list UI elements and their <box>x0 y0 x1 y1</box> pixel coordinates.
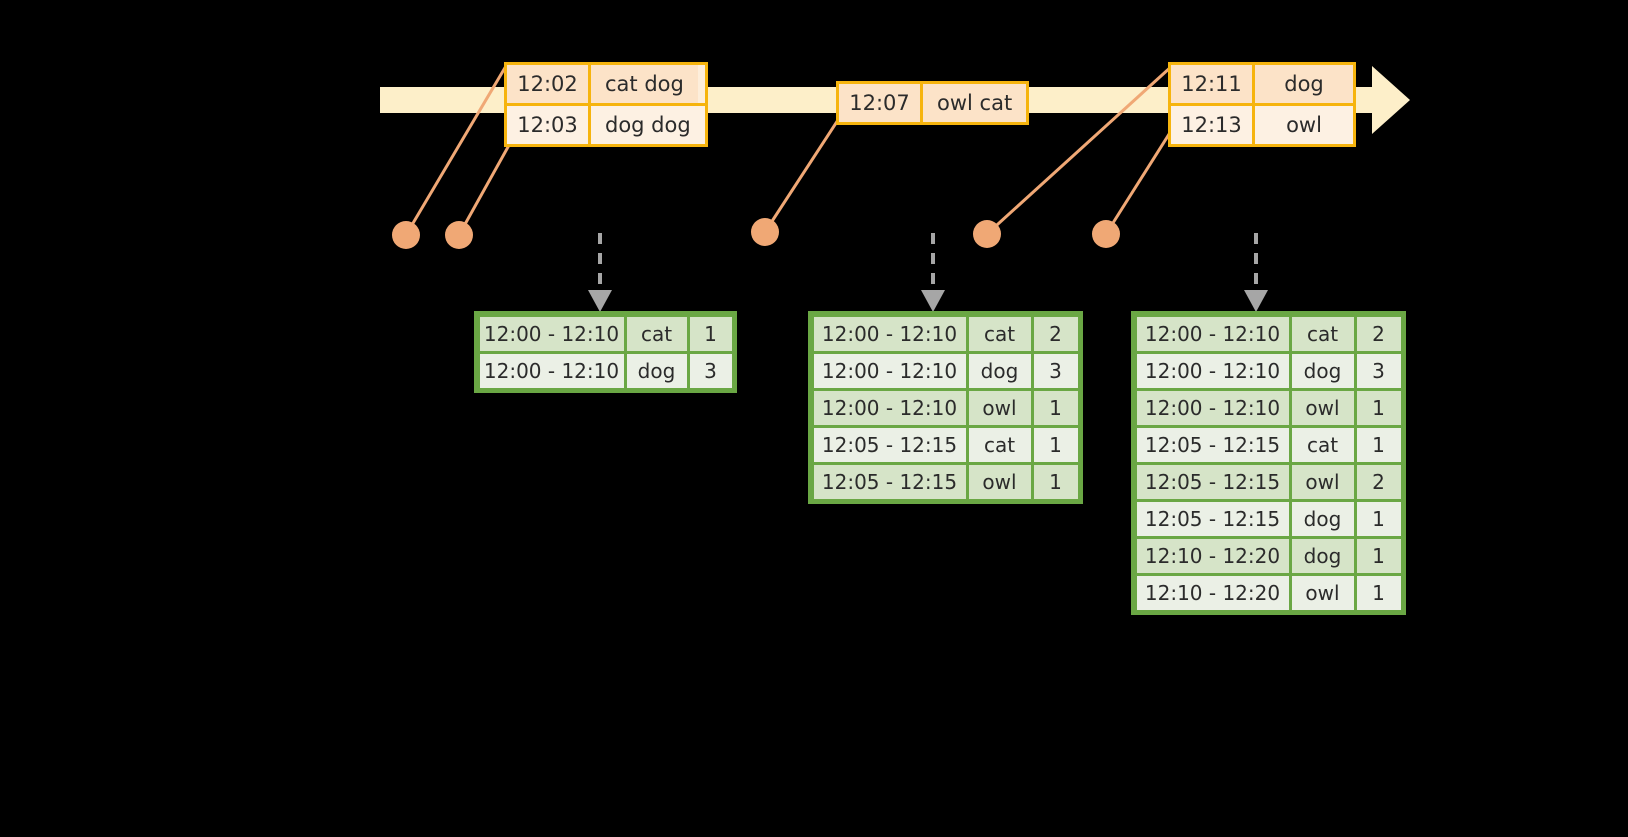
result-table-3[interactable]: 12:00 - 12:10 cat 2 12:00 - 12:10 dog 3 … <box>1131 311 1406 615</box>
event-words: owl cat <box>923 84 1027 122</box>
count-cell: 3 <box>1033 353 1078 388</box>
window-cell: 12:05 - 12:15 <box>813 464 966 499</box>
word-cell: dog <box>1291 353 1354 388</box>
count-cell: 3 <box>1356 353 1401 388</box>
window-cell: 12:05 - 12:15 <box>813 427 966 462</box>
event-dot-4 <box>973 220 1001 248</box>
event-group-2[interactable]: 12:07 owl cat <box>836 81 1030 125</box>
window-cell: 12:05 - 12:15 <box>1136 427 1289 462</box>
connector-1 <box>404 65 508 236</box>
table-row[interactable]: 12:00 - 12:10 cat 1 <box>478 315 733 352</box>
table-row[interactable]: 12:10 - 12:20 owl 1 <box>1135 574 1402 611</box>
event-time: 12:07 <box>839 84 923 122</box>
event-words: dog <box>1255 65 1353 103</box>
event-dot-3 <box>751 218 779 246</box>
window-cell: 12:10 - 12:20 <box>1136 575 1289 610</box>
word-cell: owl <box>968 390 1031 425</box>
table-row[interactable]: 12:00 - 12:10 owl 1 <box>812 389 1079 426</box>
table-row[interactable]: 12:00 - 12:10 owl 1 <box>1135 389 1402 426</box>
word-cell: dog <box>626 353 687 388</box>
count-cell: 2 <box>1033 316 1078 351</box>
table-row[interactable]: 12:05 - 12:15 cat 1 <box>1135 426 1402 463</box>
window-cell: 12:00 - 12:10 <box>479 353 624 388</box>
word-cell: dog <box>968 353 1031 388</box>
event-time: 12:02 <box>507 65 591 103</box>
event-words: dog dog <box>591 106 705 144</box>
count-cell: 1 <box>1356 538 1401 573</box>
window-cell: 12:00 - 12:10 <box>813 353 966 388</box>
event-row[interactable]: 12:03 dog dog <box>507 103 705 144</box>
result-table-2[interactable]: 12:00 - 12:10 cat 2 12:00 - 12:10 dog 3 … <box>808 311 1083 504</box>
word-cell: cat <box>1291 316 1354 351</box>
count-cell: 3 <box>689 353 732 388</box>
count-cell: 2 <box>1356 464 1401 499</box>
word-cell: cat <box>1291 427 1354 462</box>
count-cell: 1 <box>1033 390 1078 425</box>
word-cell: owl <box>1291 390 1354 425</box>
word-cell: owl <box>1291 575 1354 610</box>
table-row[interactable]: 12:00 - 12:10 dog 3 <box>812 352 1079 389</box>
event-words: cat dog <box>591 65 698 103</box>
word-cell: dog <box>1291 501 1354 536</box>
event-dots <box>392 218 1120 249</box>
event-row[interactable]: 12:02 cat dog <box>507 65 705 103</box>
table-row[interactable]: 12:05 - 12:15 owl 2 <box>1135 463 1402 500</box>
event-row[interactable]: 12:11 dog <box>1171 65 1353 103</box>
window-cell: 12:00 - 12:10 <box>1136 353 1289 388</box>
event-time: 12:13 <box>1171 106 1255 144</box>
event-dot-1 <box>392 221 420 249</box>
emit-arrow-3 <box>1244 233 1268 312</box>
table-row[interactable]: 12:10 - 12:20 dog 1 <box>1135 537 1402 574</box>
event-dot-2 <box>445 221 473 249</box>
window-cell: 12:10 - 12:20 <box>1136 538 1289 573</box>
window-cell: 12:05 - 12:15 <box>1136 464 1289 499</box>
table-row[interactable]: 12:00 - 12:10 cat 2 <box>1135 315 1402 352</box>
event-time: 12:11 <box>1171 65 1255 103</box>
count-cell: 1 <box>1033 464 1078 499</box>
event-words: owl <box>1255 106 1353 144</box>
window-cell: 12:00 - 12:10 <box>1136 390 1289 425</box>
word-cell: owl <box>1291 464 1354 499</box>
table-row[interactable]: 12:00 - 12:10 dog 3 <box>478 352 733 389</box>
word-cell: cat <box>626 316 687 351</box>
window-cell: 12:00 - 12:10 <box>813 390 966 425</box>
event-row[interactable]: 12:13 owl <box>1171 103 1353 144</box>
count-cell: 1 <box>689 316 732 351</box>
word-cell: cat <box>968 427 1031 462</box>
table-row[interactable]: 12:00 - 12:10 cat 2 <box>812 315 1079 352</box>
event-group-1[interactable]: 12:02 cat dog 12:03 dog dog <box>504 62 708 147</box>
count-cell: 1 <box>1356 427 1401 462</box>
emit-arrow-1 <box>588 233 612 312</box>
table-row[interactable]: 12:05 - 12:15 cat 1 <box>812 426 1079 463</box>
window-cell: 12:00 - 12:10 <box>813 316 966 351</box>
window-cell: 12:00 - 12:10 <box>479 316 624 351</box>
event-group-3[interactable]: 12:11 dog 12:13 owl <box>1168 62 1356 147</box>
count-cell: 1 <box>1356 390 1401 425</box>
window-cell: 12:05 - 12:15 <box>1136 501 1289 536</box>
word-cell: owl <box>968 464 1031 499</box>
table-row[interactable]: 12:05 - 12:15 owl 1 <box>812 463 1079 500</box>
word-cell: dog <box>1291 538 1354 573</box>
table-row[interactable]: 12:05 - 12:15 dog 1 <box>1135 500 1402 537</box>
table-row[interactable]: 12:00 - 12:10 dog 3 <box>1135 352 1402 389</box>
event-time: 12:03 <box>507 106 591 144</box>
emit-arrows <box>588 233 1268 312</box>
count-cell: 1 <box>1033 427 1078 462</box>
connector-3 <box>763 119 840 233</box>
count-cell: 1 <box>1356 575 1401 610</box>
result-table-1[interactable]: 12:00 - 12:10 cat 1 12:00 - 12:10 dog 3 <box>474 311 737 393</box>
count-cell: 1 <box>1356 501 1401 536</box>
count-cell: 2 <box>1356 316 1401 351</box>
window-cell: 12:00 - 12:10 <box>1136 316 1289 351</box>
event-dot-5 <box>1092 220 1120 248</box>
word-cell: cat <box>968 316 1031 351</box>
event-row[interactable]: 12:07 owl cat <box>839 84 1027 122</box>
emit-arrow-2 <box>921 233 945 312</box>
